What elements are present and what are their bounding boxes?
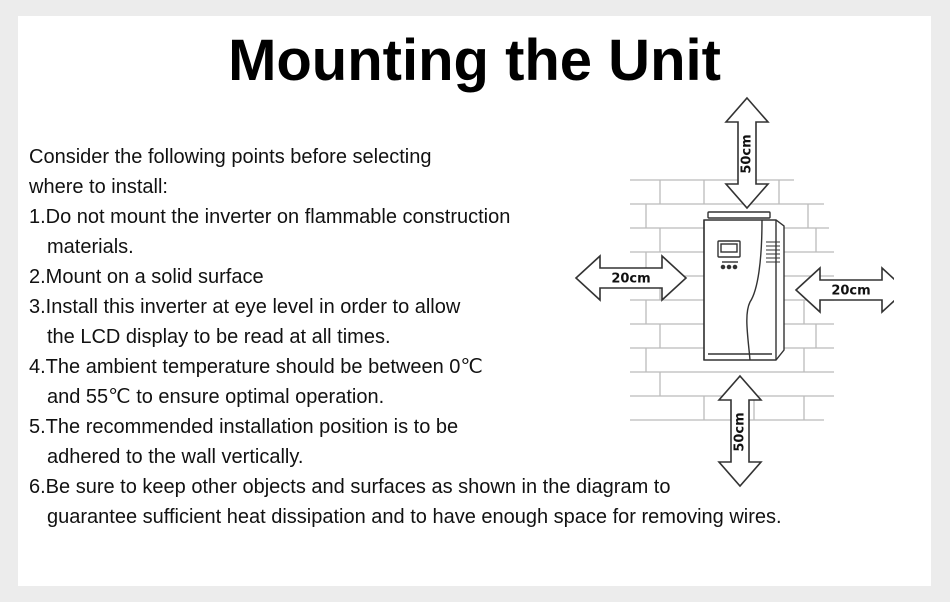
intro-text: Consider the following points before sel… <box>29 142 431 202</box>
page-title: Mounting the Unit <box>228 28 721 93</box>
point-2-line-1: 2.Mount on a solid surface <box>29 266 264 288</box>
list-item: 2.Mount on a solid surface <box>29 262 782 292</box>
list-item: 4.The ambient temperature should be betw… <box>29 352 782 412</box>
inverter-unit-icon <box>703 211 785 361</box>
point-3-line-2: the LCD display to be read at all times. <box>47 326 391 348</box>
clearance-bottom-label: 50cm <box>733 412 748 451</box>
clearance-right-label: 20cm <box>831 284 870 299</box>
double-arrow-icon <box>717 374 763 488</box>
point-5-line-2: adhered to the wall vertically. <box>47 446 304 468</box>
double-arrow-icon <box>794 266 894 314</box>
point-4-line-2: and 55℃ to ensure optimal operation. <box>47 386 385 408</box>
clearance-left-label: 20cm <box>611 272 650 287</box>
list-item: 3.Install this inverter at eye level in … <box>29 292 782 352</box>
clearance-top-label: 50cm <box>740 134 755 173</box>
point-5-line-1: 5.The recommended installation position … <box>29 416 459 438</box>
point-6-line-2: guarantee sufficient heat dissipation an… <box>47 506 782 528</box>
list-item: 5.The recommended installation position … <box>29 412 782 472</box>
double-arrow-icon <box>724 96 770 210</box>
point-6-line-1: 6.Be sure to keep other objects and surf… <box>29 476 671 498</box>
list-item: 6.Be sure to keep other objects and surf… <box>29 472 782 532</box>
mounting-clearance-diagram: 50cm 50cm 20cm 20cm <box>554 92 894 490</box>
point-4-line-1: 4.The ambient temperature should be betw… <box>29 356 483 378</box>
content-card: Mounting the Unit Consider the following… <box>18 16 931 586</box>
list-item: 1.Do not mount the inverter on flammable… <box>29 202 782 262</box>
point-3-line-1: 3.Install this inverter at eye level in … <box>29 296 461 318</box>
installation-points-list: 1.Do not mount the inverter on flammable… <box>29 202 782 532</box>
point-1-line-1: 1.Do not mount the inverter on flammable… <box>29 206 511 228</box>
point-1-line-2: materials. <box>47 236 134 258</box>
intro-line-2: where to install: <box>29 176 168 198</box>
double-arrow-icon <box>574 254 688 302</box>
intro-line-1: Consider the following points before sel… <box>29 146 432 168</box>
